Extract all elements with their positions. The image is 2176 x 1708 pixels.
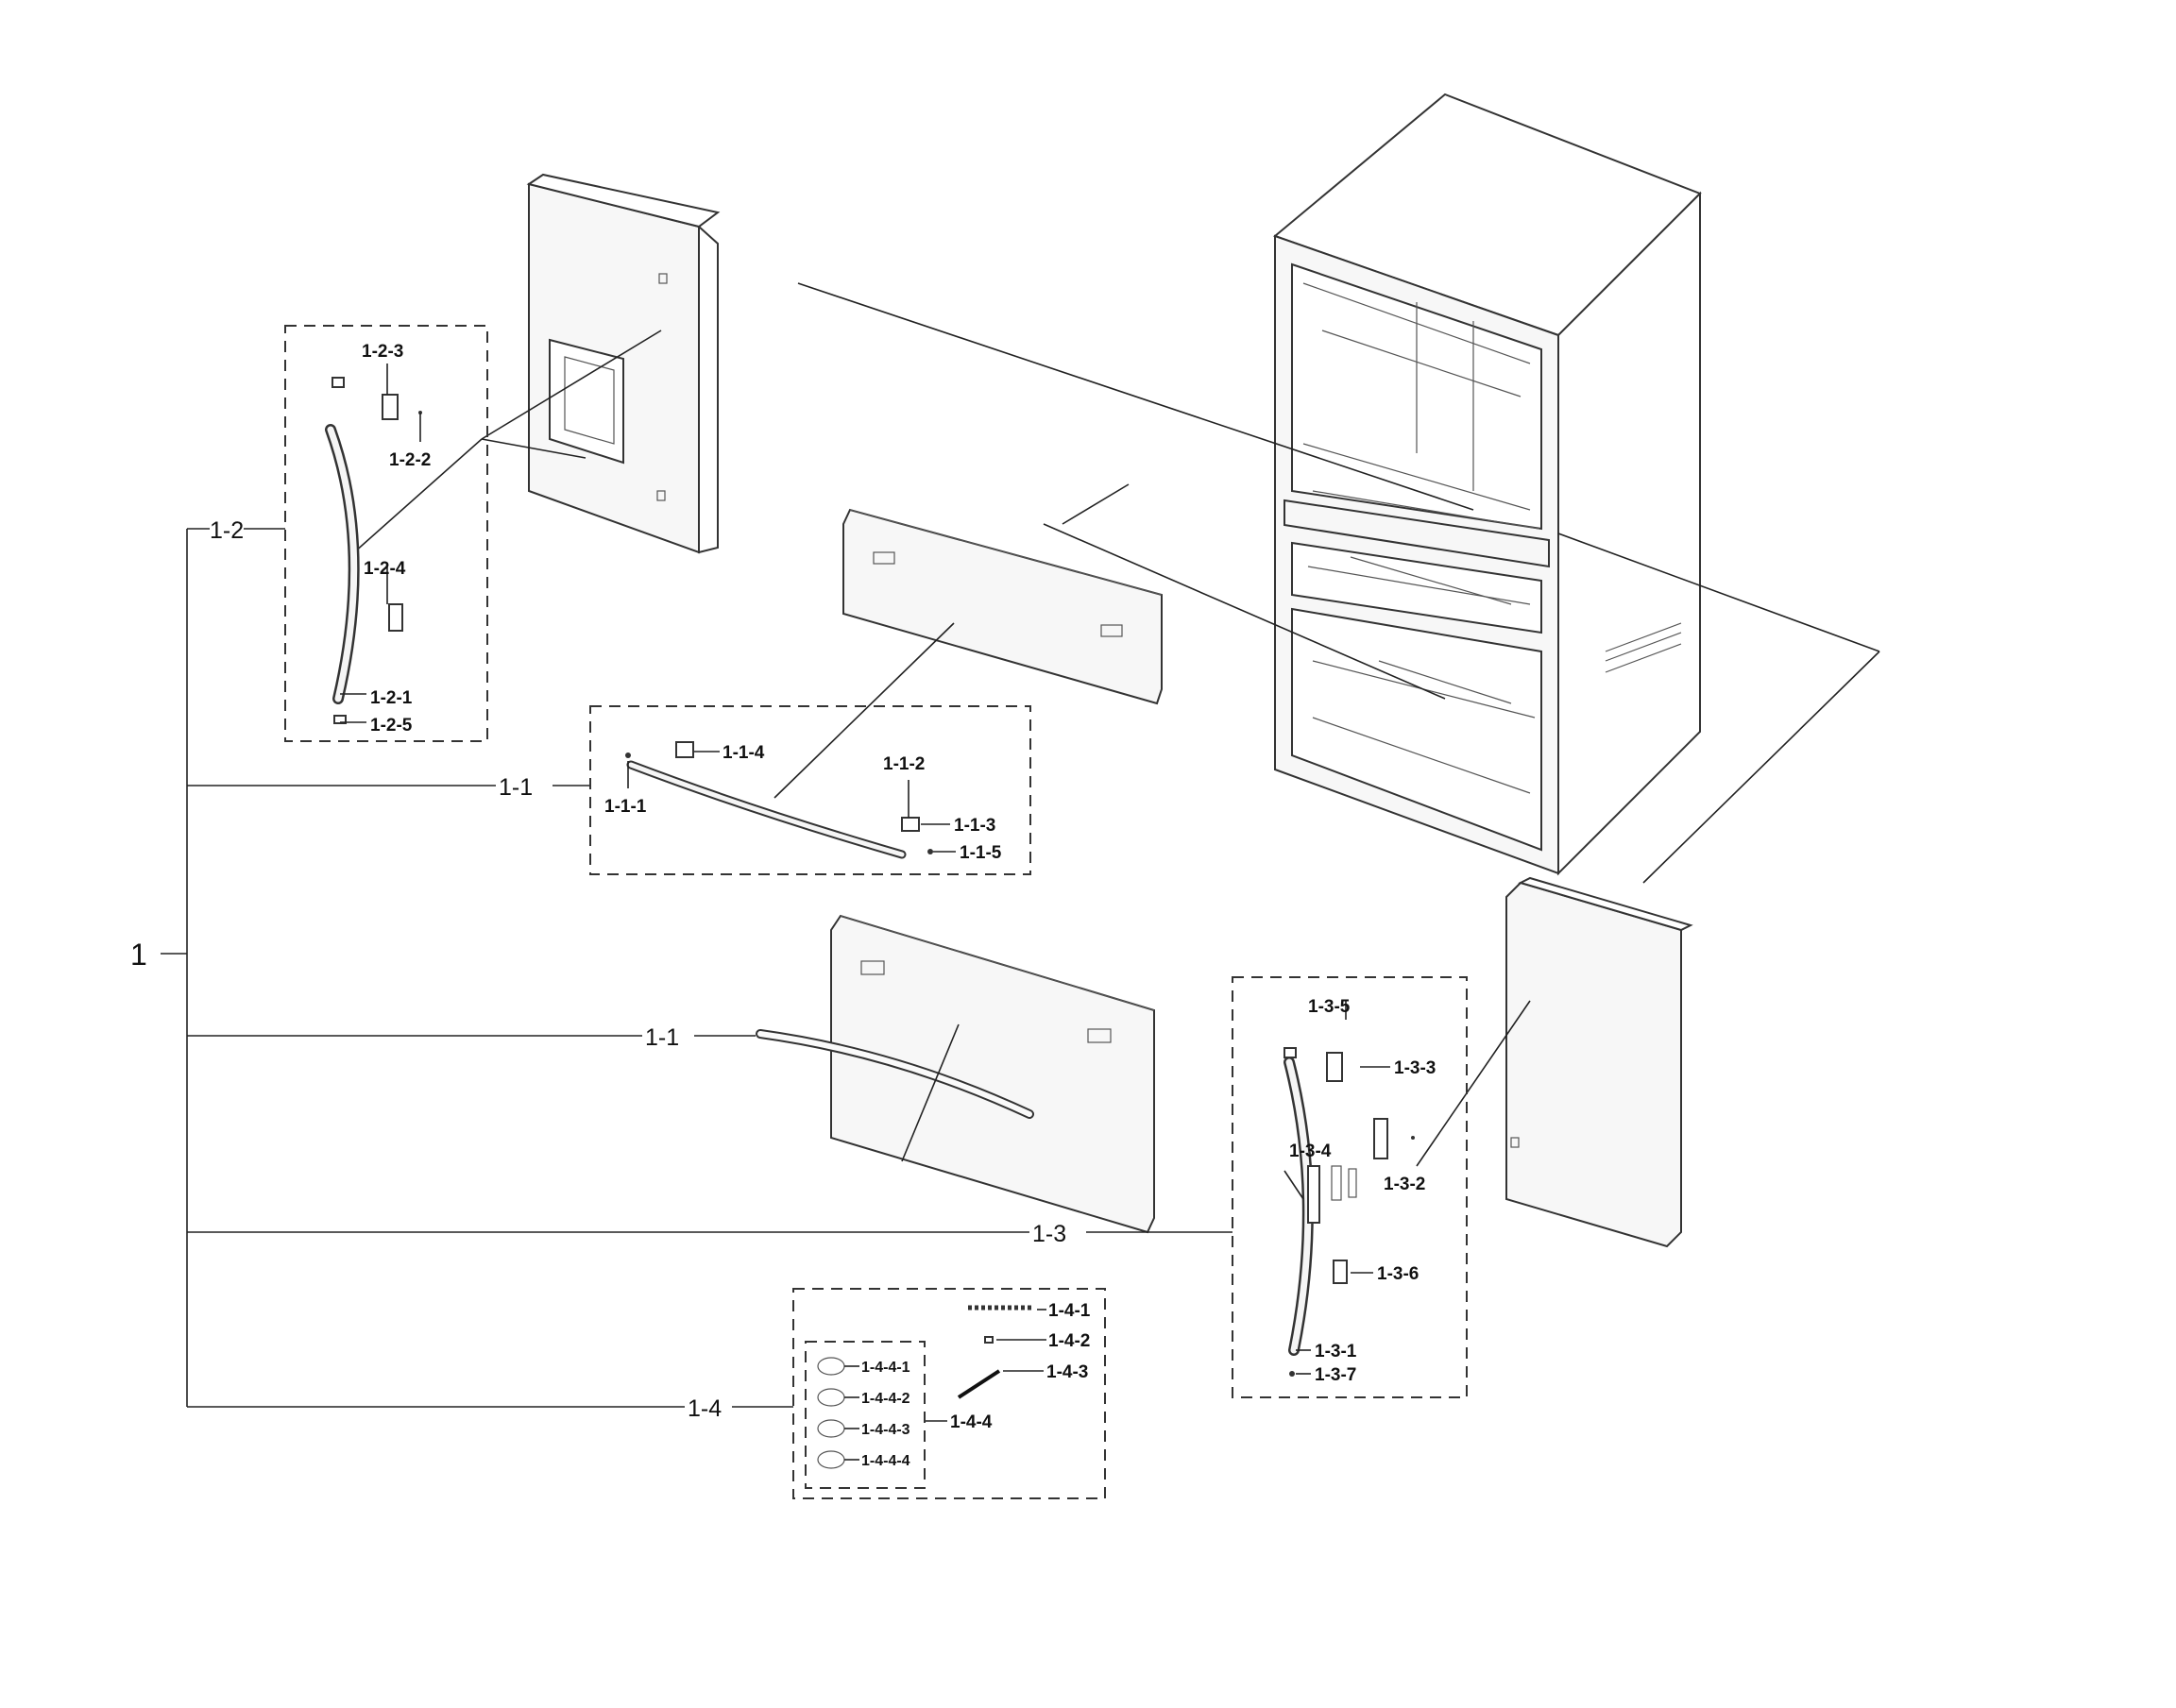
refrigerator-cabinet [1273,93,1702,876]
label-1-4-4: 1-4-4 [950,1412,993,1432]
label-group-1-3: 1-3 [1032,1221,1066,1247]
label-1-2-1: 1-2-1 [370,688,413,708]
right-door [1505,876,1693,1248]
label-1-4-4-4: 1-4-4-4 [861,1453,910,1469]
left-door-with-dispenser [526,173,721,554]
label-1-4-2: 1-4-2 [1048,1331,1090,1351]
label-1-4-4-2: 1-4-4-2 [861,1391,910,1407]
hierarchy-bracket [161,528,1232,1408]
label-1-2-5: 1-2-5 [370,716,413,736]
label-1-2-3: 1-2-3 [362,342,403,362]
label-1-4-1: 1-4-1 [1048,1301,1091,1321]
label-group-1-1-lower: 1-1 [645,1024,679,1051]
label-root: 1 [130,938,147,972]
drawer-front-upper [842,508,1163,705]
group-1-1-box [589,705,1031,875]
label-1-4-4-3: 1-4-4-3 [861,1422,910,1438]
label-group-1-1-upper: 1-1 [499,774,533,801]
leader-lines [353,282,1880,1167]
label-1-3-1: 1-3-1 [1315,1342,1357,1361]
label-1-3-6: 1-3-6 [1377,1264,1419,1284]
drawer-front-lower [756,914,1155,1234]
group-1-2-box [284,325,488,742]
part-labels: 1 1-2 1-2-3 1-2-2 1-2-4 1-2-1 1-2-5 1-1 … [130,342,1436,1469]
label-1-1-3: 1-1-3 [954,816,995,836]
o-ring-icons [817,1357,859,1469]
label-1-4-4-1: 1-4-4-1 [861,1360,910,1376]
label-1-3-5: 1-3-5 [1308,997,1351,1017]
label-1-1-4: 1-1-4 [722,743,765,763]
label-group-1-2: 1-2 [210,517,244,544]
label-1-1-1: 1-1-1 [604,797,647,817]
label-1-4-3: 1-4-3 [1046,1362,1088,1382]
label-1-2-2: 1-2-2 [389,450,431,470]
label-1-3-7: 1-3-7 [1315,1365,1356,1385]
label-1-1-2: 1-1-2 [883,754,925,774]
group-1-3-box [1232,976,1468,1398]
label-1-2-4: 1-2-4 [364,559,406,579]
label-1-1-5: 1-1-5 [960,843,1002,863]
label-group-1-4: 1-4 [688,1395,722,1422]
group-1-4-box [792,1288,1106,1499]
label-1-3-4: 1-3-4 [1289,1141,1332,1161]
label-1-3-2: 1-3-2 [1384,1175,1425,1194]
label-1-3-3: 1-3-3 [1394,1058,1436,1078]
